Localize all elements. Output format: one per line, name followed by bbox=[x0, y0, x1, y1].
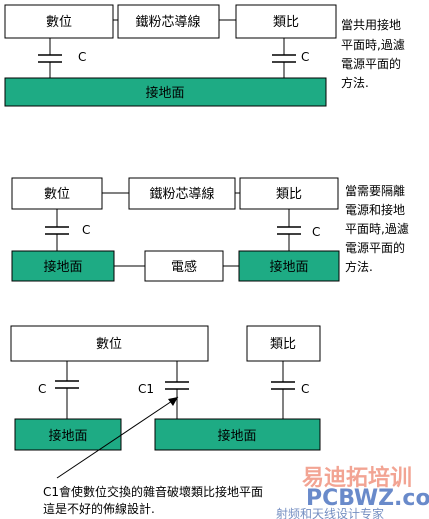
capacitor-label: C bbox=[78, 50, 86, 64]
analog-label: 類比 bbox=[276, 187, 302, 202]
ferrite-box bbox=[128, 177, 236, 210]
digital-label: 數位 bbox=[46, 15, 72, 30]
analog-box bbox=[246, 325, 321, 362]
capacitor-label: C bbox=[301, 382, 309, 396]
analog-label: 類比 bbox=[270, 337, 296, 352]
analog-ground-plane bbox=[238, 250, 340, 282]
section-2: 數位 鐵粉芯導線 類比 C C 接地面 電感 接地面 當需要隔離 電源和接地 平… bbox=[11, 177, 413, 282]
digital-label: 數位 bbox=[96, 337, 122, 352]
ferrite-label: 鐵粉芯導線 bbox=[135, 14, 200, 30]
digital-box bbox=[10, 325, 209, 362]
watermark-sub: 射频和天线设计专家 bbox=[276, 506, 384, 519]
section-3: 數位 類比 C C1 C 接地面 接地面 C1會使數位交換的雜音破壞類比接地平面… bbox=[10, 325, 321, 516]
pointer-arrow bbox=[56, 396, 179, 479]
analog-label: 類比 bbox=[273, 15, 299, 30]
ground-label: 接地面 bbox=[269, 259, 308, 275]
watermark-cn: 易迪拓培训 bbox=[302, 465, 412, 491]
analog-box bbox=[239, 177, 339, 210]
watermark-en: PCBWZ.com bbox=[306, 486, 429, 511]
c1-label: C1 bbox=[138, 382, 154, 396]
section-1-note: 當共用接地 平面時,過濾 電源平面的 方法. bbox=[341, 17, 409, 90]
digital-ground-plane bbox=[14, 418, 122, 451]
watermark: 易迪拓培训 PCBWZ.com 射频和天线设计专家 bbox=[276, 465, 429, 519]
capacitor-label: C bbox=[38, 382, 46, 396]
capacitor-label: C bbox=[312, 225, 320, 239]
arrowhead-icon bbox=[168, 397, 178, 406]
ground-label: 接地面 bbox=[48, 428, 87, 444]
ground-plane bbox=[4, 77, 327, 107]
analog-box bbox=[235, 4, 337, 39]
inductor-box bbox=[144, 250, 224, 282]
ferrite-label: 鐵粉芯導線 bbox=[149, 186, 214, 202]
section-3-note: C1會使數位交換的雜音破壞類比接地平面 這是不好的佈線設計. bbox=[43, 484, 267, 516]
capacitor-label: C bbox=[82, 223, 90, 237]
digital-ground-plane bbox=[11, 250, 115, 282]
digital-box bbox=[4, 4, 114, 39]
inductor-label: 電感 bbox=[171, 259, 197, 275]
section-2-note: 當需要隔離 電源和接地 平面時,過濾 電源平面的 方法. bbox=[345, 184, 413, 274]
analog-ground-plane bbox=[154, 418, 321, 451]
section-1: 數位 鐵粉芯導線 類比 C C 接地面 當共用接地 平面時,過濾 電源平面的 方… bbox=[4, 4, 409, 107]
ground-label: 接地面 bbox=[43, 259, 82, 275]
ferrite-box bbox=[117, 4, 220, 39]
ground-label: 接地面 bbox=[145, 85, 184, 101]
ground-label: 接地面 bbox=[217, 428, 256, 444]
capacitor-label: C bbox=[301, 50, 309, 64]
digital-label: 數位 bbox=[44, 187, 70, 202]
